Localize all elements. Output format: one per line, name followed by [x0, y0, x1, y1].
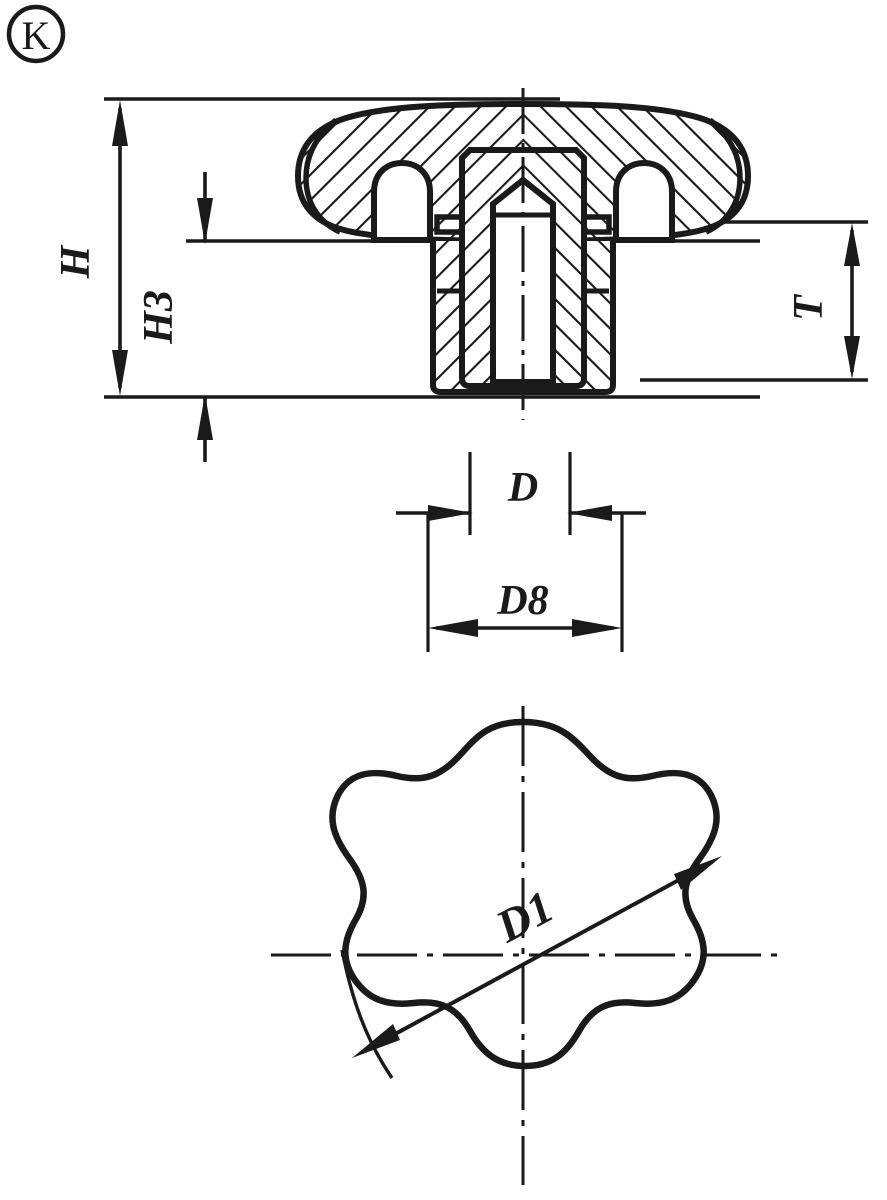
- dimension-T: T: [786, 223, 860, 379]
- arrowhead-down: [197, 198, 213, 244]
- left-wing-cavity: [371, 159, 433, 243]
- insert-step-right: [584, 214, 612, 235]
- arrowhead-lower-left: [352, 1024, 400, 1058]
- dimension-H: H: [53, 100, 128, 396]
- dimension-label-T: T: [786, 293, 832, 321]
- insert-step-left: [434, 214, 462, 235]
- arrowhead-upper-right: [674, 856, 722, 890]
- dimension-D: D: [396, 452, 646, 535]
- head-right-edge-arc: [704, 117, 743, 235]
- arrowhead-up: [844, 223, 860, 266]
- dimension-D8: D8: [426, 513, 624, 652]
- section-view: H H3 T: [53, 88, 868, 652]
- dimension-H3: H3: [136, 172, 213, 462]
- arrowhead-left: [572, 619, 622, 637]
- badge-k: K: [6, 4, 66, 64]
- plan-view: D1: [271, 706, 779, 1185]
- arrowhead-down: [844, 336, 860, 379]
- arrowhead-down: [112, 350, 128, 396]
- badge-label: K: [22, 13, 51, 58]
- lobe-arc-lower-left: [340, 949, 394, 1079]
- dimension-label-H3: H3: [136, 290, 182, 345]
- arrowhead-left: [428, 505, 473, 521]
- head-left-edge-arc: [303, 117, 342, 235]
- dimension-line-D1: [361, 860, 713, 1054]
- badge-circle: [6, 4, 66, 64]
- dimension-label-D8: D8: [496, 578, 548, 624]
- arrowhead-right: [428, 619, 478, 637]
- arrowhead-up: [112, 100, 128, 146]
- right-wing-cavity: [613, 159, 675, 243]
- arrowhead-right: [567, 505, 612, 521]
- insert-outline: [459, 147, 587, 389]
- arrowhead-up: [197, 394, 213, 440]
- dimension-label-H: H: [53, 244, 99, 279]
- dimension-label-D: D: [507, 465, 538, 511]
